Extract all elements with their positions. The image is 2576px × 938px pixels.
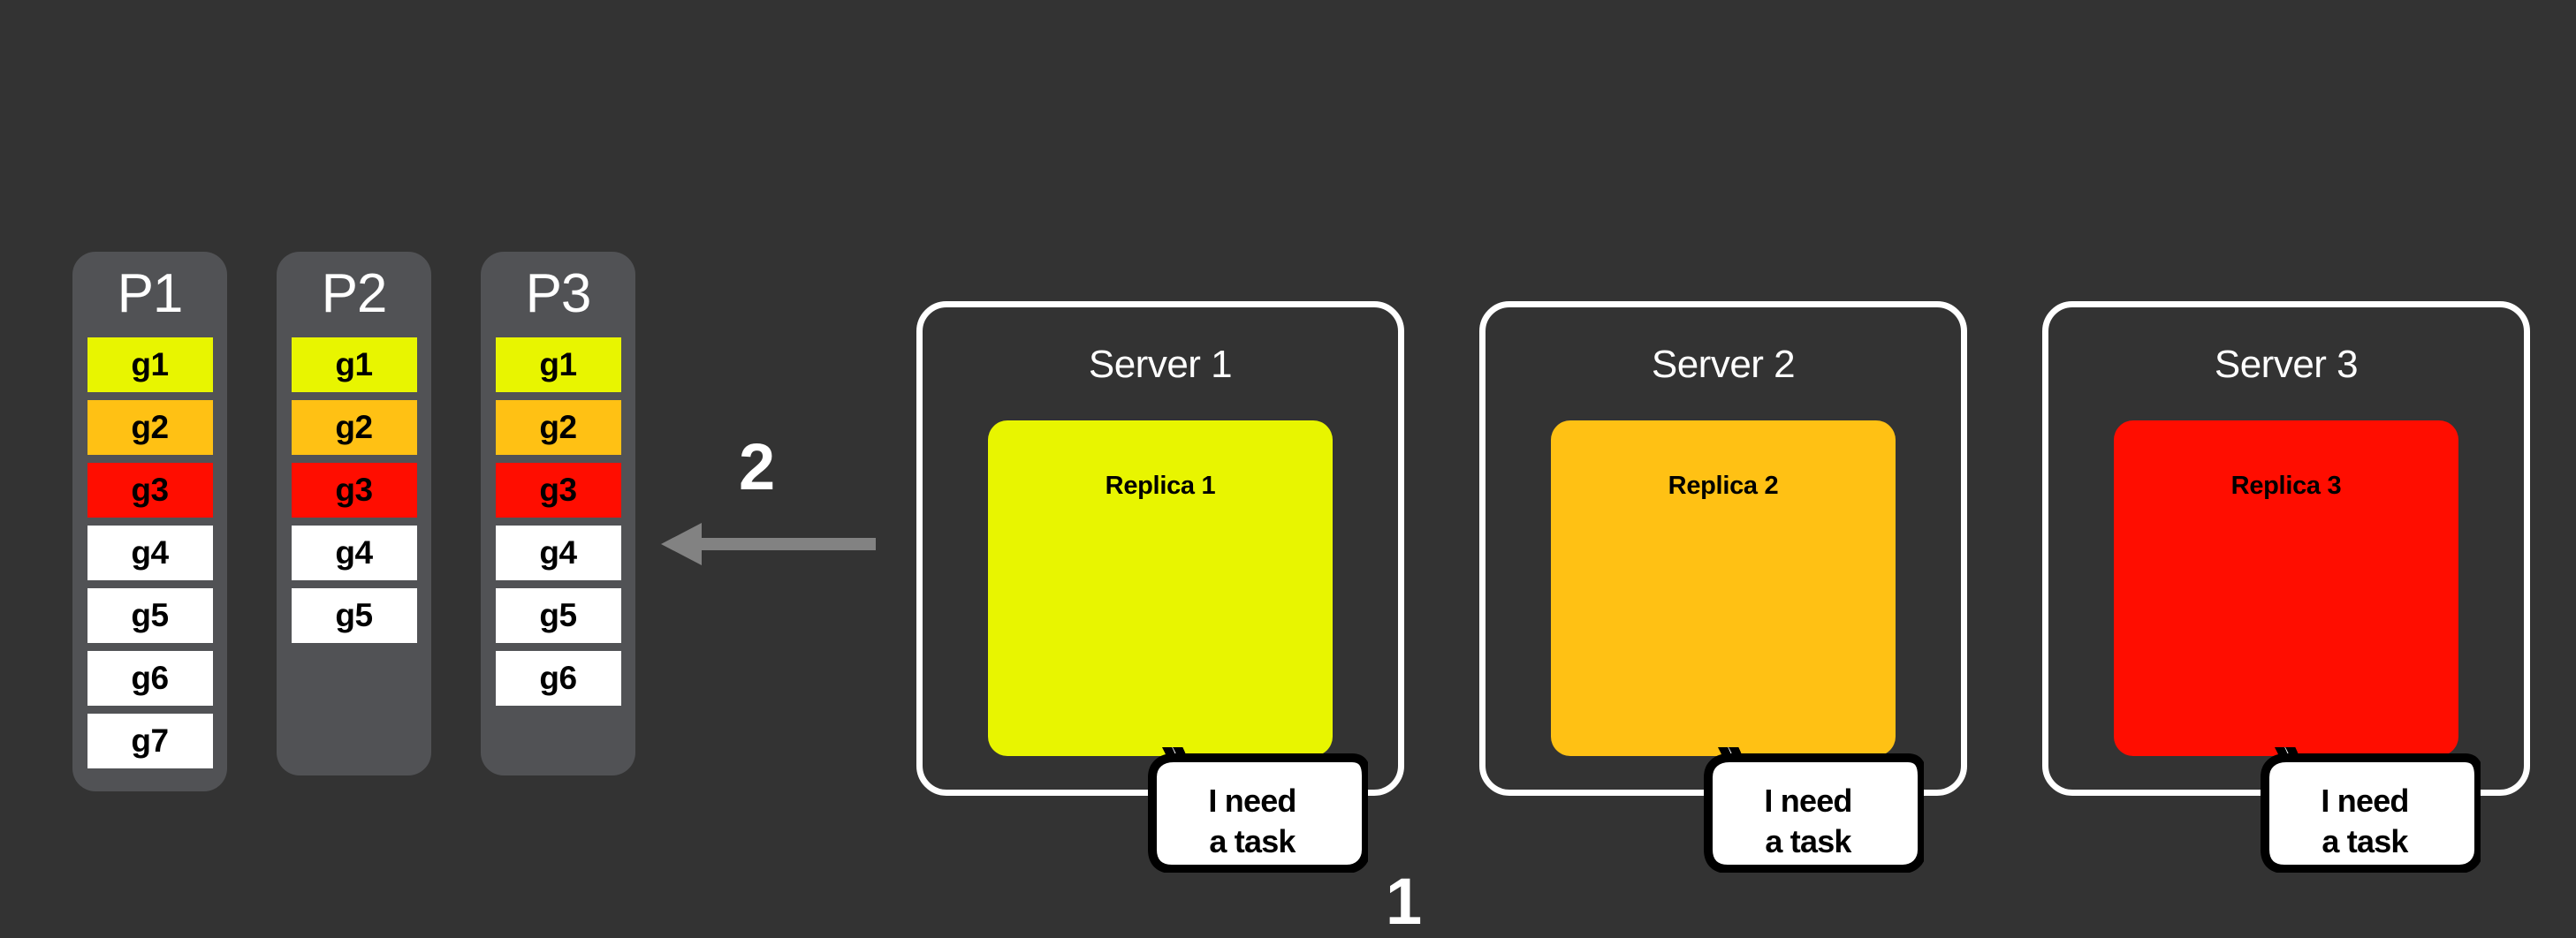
- partition-p2[interactable]: P2 g1 g2 g3 g4 g5: [277, 252, 431, 776]
- tile-stack: g1 g2 g3 g4 g5: [291, 337, 417, 644]
- task-tile[interactable]: g7: [87, 714, 213, 769]
- partition-title: P3: [525, 263, 592, 324]
- speech-bubble-icon: [1148, 747, 1368, 873]
- task-tile[interactable]: g4: [495, 526, 621, 581]
- server-card-3[interactable]: Server 3 Replica 3: [2042, 301, 2530, 796]
- bubble-text: I need a task: [1764, 783, 1852, 860]
- partition-p3[interactable]: P3 g1 g2 g3 g4 g5 g6: [481, 252, 635, 776]
- task-tile[interactable]: g5: [291, 588, 417, 644]
- speech-bubble-1: I need a task: [1136, 747, 1368, 873]
- task-tile[interactable]: g2: [87, 400, 213, 456]
- arrow-left-icon: [661, 523, 876, 565]
- task-tile[interactable]: g3: [495, 463, 621, 518]
- replica-label: Replica 2: [1668, 472, 1779, 500]
- task-tile[interactable]: g5: [495, 588, 621, 644]
- replica-box-1[interactable]: Replica 1: [988, 420, 1333, 756]
- replica-box-2[interactable]: Replica 2: [1551, 420, 1896, 756]
- task-tile[interactable]: g6: [495, 651, 621, 707]
- bubble-text: I need a task: [1208, 783, 1296, 860]
- replica-box-3[interactable]: Replica 3: [2114, 420, 2458, 756]
- speech-bubble-2: I need a task: [1692, 747, 1924, 873]
- tile-stack: g1 g2 g3 g4 g5 g6: [495, 337, 621, 707]
- partition-p1[interactable]: P1 g1 g2 g3 g4 g5 g6 g7: [72, 252, 227, 792]
- speech-bubble-icon: [2261, 747, 2481, 873]
- task-tile[interactable]: g4: [87, 526, 213, 581]
- speech-bubble-3: I need a task: [2249, 747, 2481, 873]
- server-title: Server 1: [1088, 343, 1233, 386]
- replica-label: Replica 1: [1105, 472, 1216, 500]
- server-card-2[interactable]: Server 2 Replica 2: [1479, 301, 1967, 796]
- partition-title: P2: [321, 263, 388, 324]
- bubble-text: I need a task: [2321, 783, 2409, 860]
- speech-bubble-icon: [1704, 747, 1924, 873]
- task-tile[interactable]: g1: [291, 337, 417, 393]
- server-card-1[interactable]: Server 1 Replica 1: [916, 301, 1404, 796]
- task-tile[interactable]: g6: [87, 651, 213, 707]
- replica-label: Replica 3: [2230, 472, 2342, 500]
- step-2-label: 2: [739, 430, 776, 503]
- server-title: Server 3: [2214, 343, 2359, 386]
- task-tile[interactable]: g1: [495, 337, 621, 393]
- task-tile[interactable]: g5: [87, 588, 213, 644]
- task-tile[interactable]: g2: [291, 400, 417, 456]
- task-tile[interactable]: g1: [87, 337, 213, 393]
- partition-title: P1: [117, 263, 184, 324]
- task-tile[interactable]: g4: [291, 526, 417, 581]
- task-tile[interactable]: g2: [495, 400, 621, 456]
- step-2-group: 2: [661, 435, 882, 576]
- task-tile[interactable]: g3: [291, 463, 417, 518]
- partition-group: P1 g1 g2 g3 g4 g5 g6 g7 P2 g1 g2 g3 g4 g…: [72, 252, 635, 792]
- server-title: Server 2: [1651, 343, 1796, 386]
- tile-stack: g1 g2 g3 g4 g5 g6 g7: [87, 337, 213, 769]
- step-1-label: 1: [1386, 865, 1423, 938]
- task-tile[interactable]: g3: [87, 463, 213, 518]
- server-group: Server 1 Replica 1 Server 2 Replica 2 Se…: [916, 301, 2530, 796]
